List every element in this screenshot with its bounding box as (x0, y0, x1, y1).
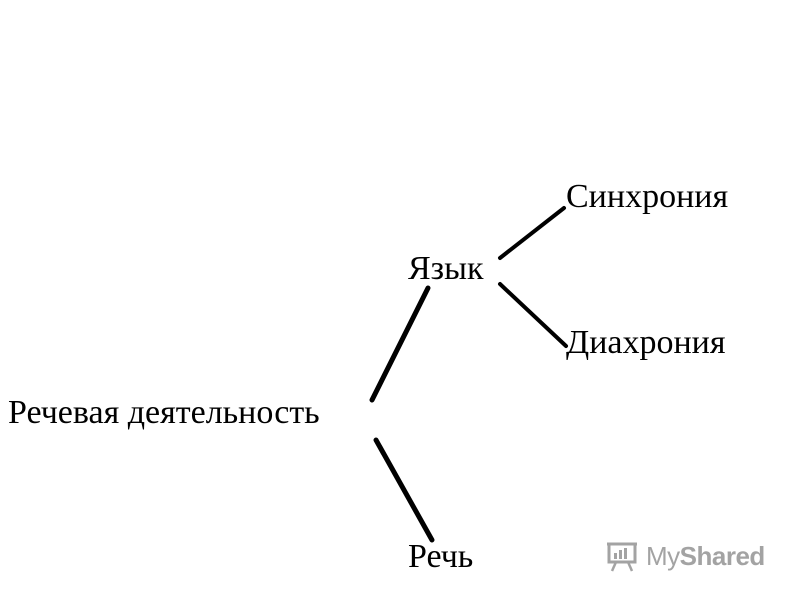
watermark-text-b: Shared (679, 540, 766, 571)
edge-language-to-synchrony (498, 206, 566, 260)
myshared-watermark: MyShared (606, 536, 765, 576)
node-speech: Речь (408, 538, 474, 575)
node-speech-activity: Речевая деятельность (8, 394, 320, 431)
presentation-board-icon (607, 542, 637, 572)
watermark-text: MyShared (646, 541, 765, 572)
watermark-text-a: My (646, 540, 680, 571)
edge-root-to-language (369, 285, 431, 403)
node-synchrony: Синхрония (566, 178, 729, 215)
node-language: Язык (408, 250, 484, 287)
edge-language-to-diachrony (498, 282, 568, 348)
node-diachrony: Диахрония (566, 324, 726, 361)
edge-root-to-speech (373, 437, 435, 543)
